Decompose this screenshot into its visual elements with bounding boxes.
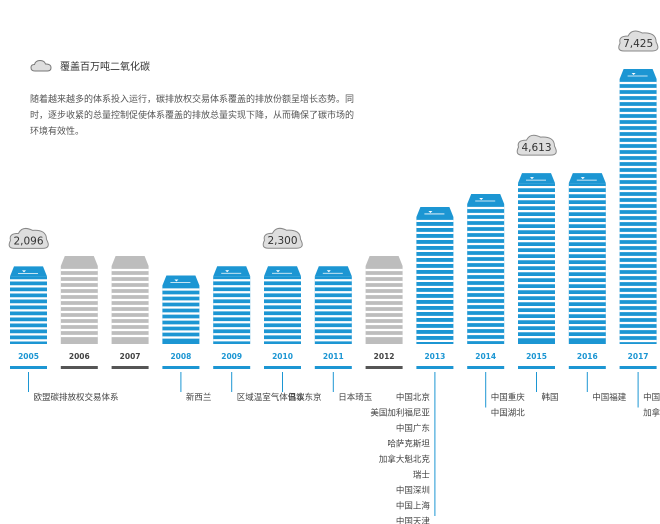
- annotation-text-2013-6: 中国深圳: [396, 485, 430, 496]
- bar-2011: 2011: [313, 266, 353, 369]
- bar-2016: 2016: [567, 173, 607, 369]
- annotation-text-2013-5: 瑞士: [413, 470, 431, 481]
- annotation-text-2005-0: 欧盟碳排放权交易体系: [34, 392, 119, 403]
- annotation-text-2013-7: 中国上海: [396, 501, 431, 512]
- annotation-2011: 日本琦玉: [332, 372, 373, 403]
- bar-2017: 2017: [618, 68, 658, 369]
- callout-label-2010: 2,300: [267, 235, 297, 247]
- callout-label-2015: 4,613: [521, 142, 551, 154]
- year-label-2006: 2006: [69, 352, 90, 361]
- cloud-icon: [30, 59, 52, 71]
- bar-2005: 2005: [9, 266, 48, 369]
- callout-2010: 2,300: [262, 227, 303, 249]
- annotation-2009: 区域温室气体倡议: [231, 372, 306, 403]
- year-label-2008: 2008: [170, 352, 191, 361]
- year-label-2016: 2016: [577, 352, 598, 361]
- bar-2008: 2008: [161, 275, 201, 369]
- year-label-2014: 2014: [475, 352, 496, 361]
- annotation-text-2011-0: 日本琦玉: [338, 392, 373, 403]
- callout-label-2017: 7,425: [623, 38, 653, 50]
- annotation-text-2015-0: 韩国: [542, 392, 559, 403]
- year-label-2013: 2013: [424, 352, 445, 361]
- annotation-text-2013-1: 美国加利福尼亚: [370, 408, 430, 419]
- annotation-2010: 日本东京: [282, 372, 322, 403]
- bar-2014: 2014: [466, 193, 506, 369]
- annotation-text-2013-8: 中国天津: [396, 516, 431, 524]
- callout-label-2005: 2,096: [13, 235, 43, 247]
- annotation-text-2013-2: 中国广东: [396, 423, 430, 434]
- bar-2012: 2012: [364, 256, 404, 369]
- annotation-text-2014-1: 中国湖北: [491, 408, 526, 419]
- annotation-text-2013-0: 中国北京: [396, 392, 430, 403]
- annotation-text-2008-0: 新西兰: [186, 392, 212, 403]
- bar-2009: 2009: [212, 266, 252, 369]
- bar-2006: 2006: [59, 256, 99, 369]
- year-label-2010: 2010: [272, 352, 293, 361]
- annotation-text-2016-0: 中国福建: [592, 392, 627, 403]
- description: 随着越来越多的体系投入运行，碳排放权交易体系覆盖的排放份额呈增长态势。同时，逐步…: [30, 95, 355, 137]
- bar-2010: 2010: [263, 266, 302, 369]
- bar-2015: 2015: [517, 173, 556, 369]
- bar-2013: 2013: [415, 206, 455, 369]
- year-label-2005: 2005: [18, 352, 39, 361]
- annotation-text-2014-0: 中国重庆: [491, 392, 526, 403]
- legend-label: 覆盖百万吨二氧化碳: [60, 62, 150, 73]
- annotation-2015: 韩国: [536, 372, 559, 403]
- annotation-text-2010-0: 日本东京: [288, 392, 322, 403]
- callout-2005: 2,096: [8, 227, 49, 249]
- annotation-2017: 中国加拿大安大略: [637, 372, 660, 419]
- year-label-2012: 2012: [374, 352, 395, 361]
- annotation-text-2017-1: 加拿大安大略: [643, 408, 660, 419]
- year-label-2011: 2011: [323, 352, 344, 361]
- annotation-2008: 新西兰: [180, 372, 212, 403]
- annotation-2016: 中国福建: [586, 372, 627, 403]
- annotation-text-2013-3: 哈萨克斯坦: [387, 439, 430, 450]
- year-label-2017: 2017: [628, 352, 649, 361]
- bar-2007: 2007: [110, 256, 150, 369]
- annotation-text-2009-0: 区域温室气体倡议: [237, 392, 306, 403]
- year-label-2015: 2015: [526, 352, 547, 361]
- annotation-text-2013-4: 加拿大魁北克: [379, 454, 431, 465]
- annotation-text-2017-0: 中国: [643, 392, 660, 403]
- legend: 覆盖百万吨二氧化碳: [30, 58, 150, 73]
- year-label-2009: 2009: [221, 352, 242, 361]
- annotation-2005: 欧盟碳排放权交易体系: [28, 372, 119, 403]
- callout-2017: 7,425: [618, 30, 659, 52]
- year-label-2007: 2007: [120, 352, 141, 361]
- callout-2015: 4,613: [516, 134, 557, 156]
